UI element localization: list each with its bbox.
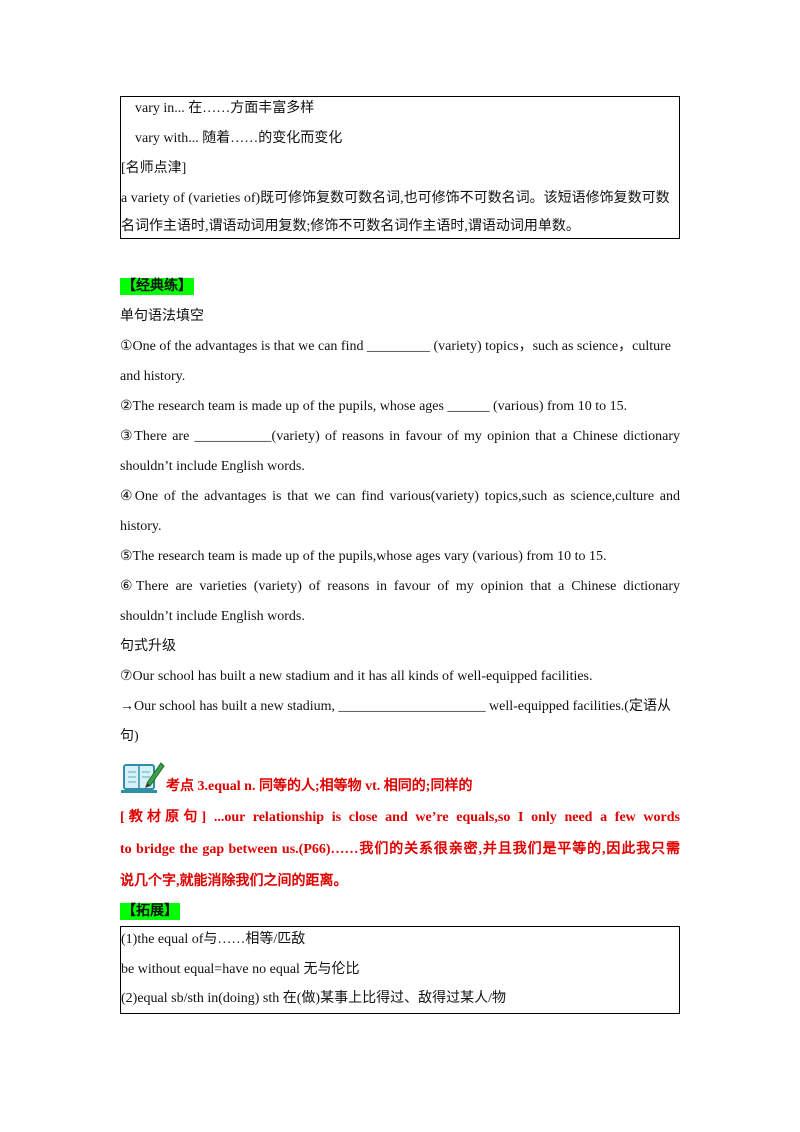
question-3-line-1: ③There are ___________(variety) of reaso… — [120, 429, 680, 444]
extension-item-3: (2)equal sb/sth in(doing) sth 在(做)某事上比得过… — [121, 991, 506, 1006]
question-6-line-2: shouldn’t include English words. — [120, 609, 305, 624]
usage-box: vary in... 在……方面丰富多样 vary with... 随着……的变… — [120, 96, 680, 239]
practice-heading: 【经典练】 — [120, 278, 194, 295]
question-7-rewrite-line-2: 句) — [120, 729, 139, 744]
teacher-tip-text-1: a variety of (varieties of)既可修饰复数可数名词,也可… — [121, 191, 670, 206]
teacher-tip-text-2: 名词作主语时,谓语动词用复数;修饰不可数名词作主语时,谓语动词用单数。 — [121, 219, 580, 234]
question-1-line-2: and history. — [120, 369, 186, 384]
teacher-tip-heading: [名师点津] — [121, 161, 187, 176]
textbook-sentence-line-1: [教材原句] ...our relationship is close and … — [120, 810, 680, 825]
extension-item-2: be without equal=have no equal 无与伦比 — [121, 962, 360, 977]
usage-vary-with: vary with... 随着……的变化而变化 — [135, 131, 343, 146]
notebook-pen-icon — [121, 762, 165, 793]
question-7-rewrite-line-1: →Our school has built a new stadium, ___… — [120, 699, 671, 714]
usage-vary-in: vary in... 在……方面丰富多样 — [135, 101, 315, 116]
question-6-line-1: ⑥There are varieties (variety) of reason… — [120, 579, 680, 594]
question-3-line-2: shouldn’t include English words. — [120, 459, 305, 474]
question-4-line-1: ④One of the advantages is that we can fi… — [120, 489, 680, 504]
extension-heading: 【拓展】 — [120, 903, 180, 920]
point-3-title: 考点 3.equal n. 同等的人;相等物 vt. 相同的;同样的 — [166, 779, 473, 794]
sentence-upgrade-subheading: 句式升级 — [120, 639, 176, 654]
extension-item-1: (1)the equal of与……相等/匹敌 — [121, 932, 306, 947]
fill-blank-subheading: 单句语法填空 — [120, 309, 204, 324]
question-2: ②The research team is made up of the pup… — [120, 399, 628, 414]
question-4-line-2: history. — [120, 519, 162, 534]
textbook-sentence-line-3: 说几个字,就能消除我们之间的距离。 — [120, 874, 348, 889]
textbook-sentence-line-2: to bridge the gap between us.(P66)……我们的关… — [120, 842, 680, 857]
question-5: ⑤The research team is made up of the pup… — [120, 549, 607, 564]
extension-box: (1)the equal of与……相等/匹敌 be without equal… — [120, 926, 680, 1014]
question-1-line-1: ①One of the advantages is that we can fi… — [120, 339, 671, 354]
question-7: ⑦Our school has built a new stadium and … — [120, 669, 593, 684]
